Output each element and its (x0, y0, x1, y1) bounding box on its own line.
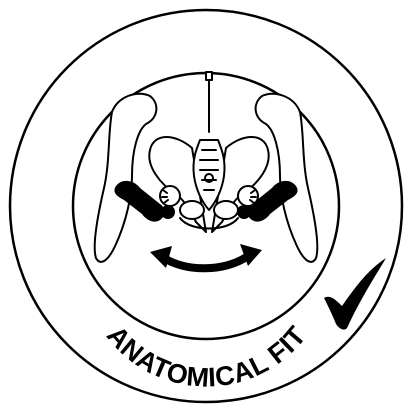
badge-label-path: ANATOMICAL FIT (101, 320, 312, 393)
badge-label: ANATOMICAL FIT (101, 320, 312, 393)
checkmark-icon (324, 258, 386, 330)
pelvis-hip-joint-icon (95, 72, 318, 262)
double-headed-curved-arrow-icon (150, 244, 262, 268)
